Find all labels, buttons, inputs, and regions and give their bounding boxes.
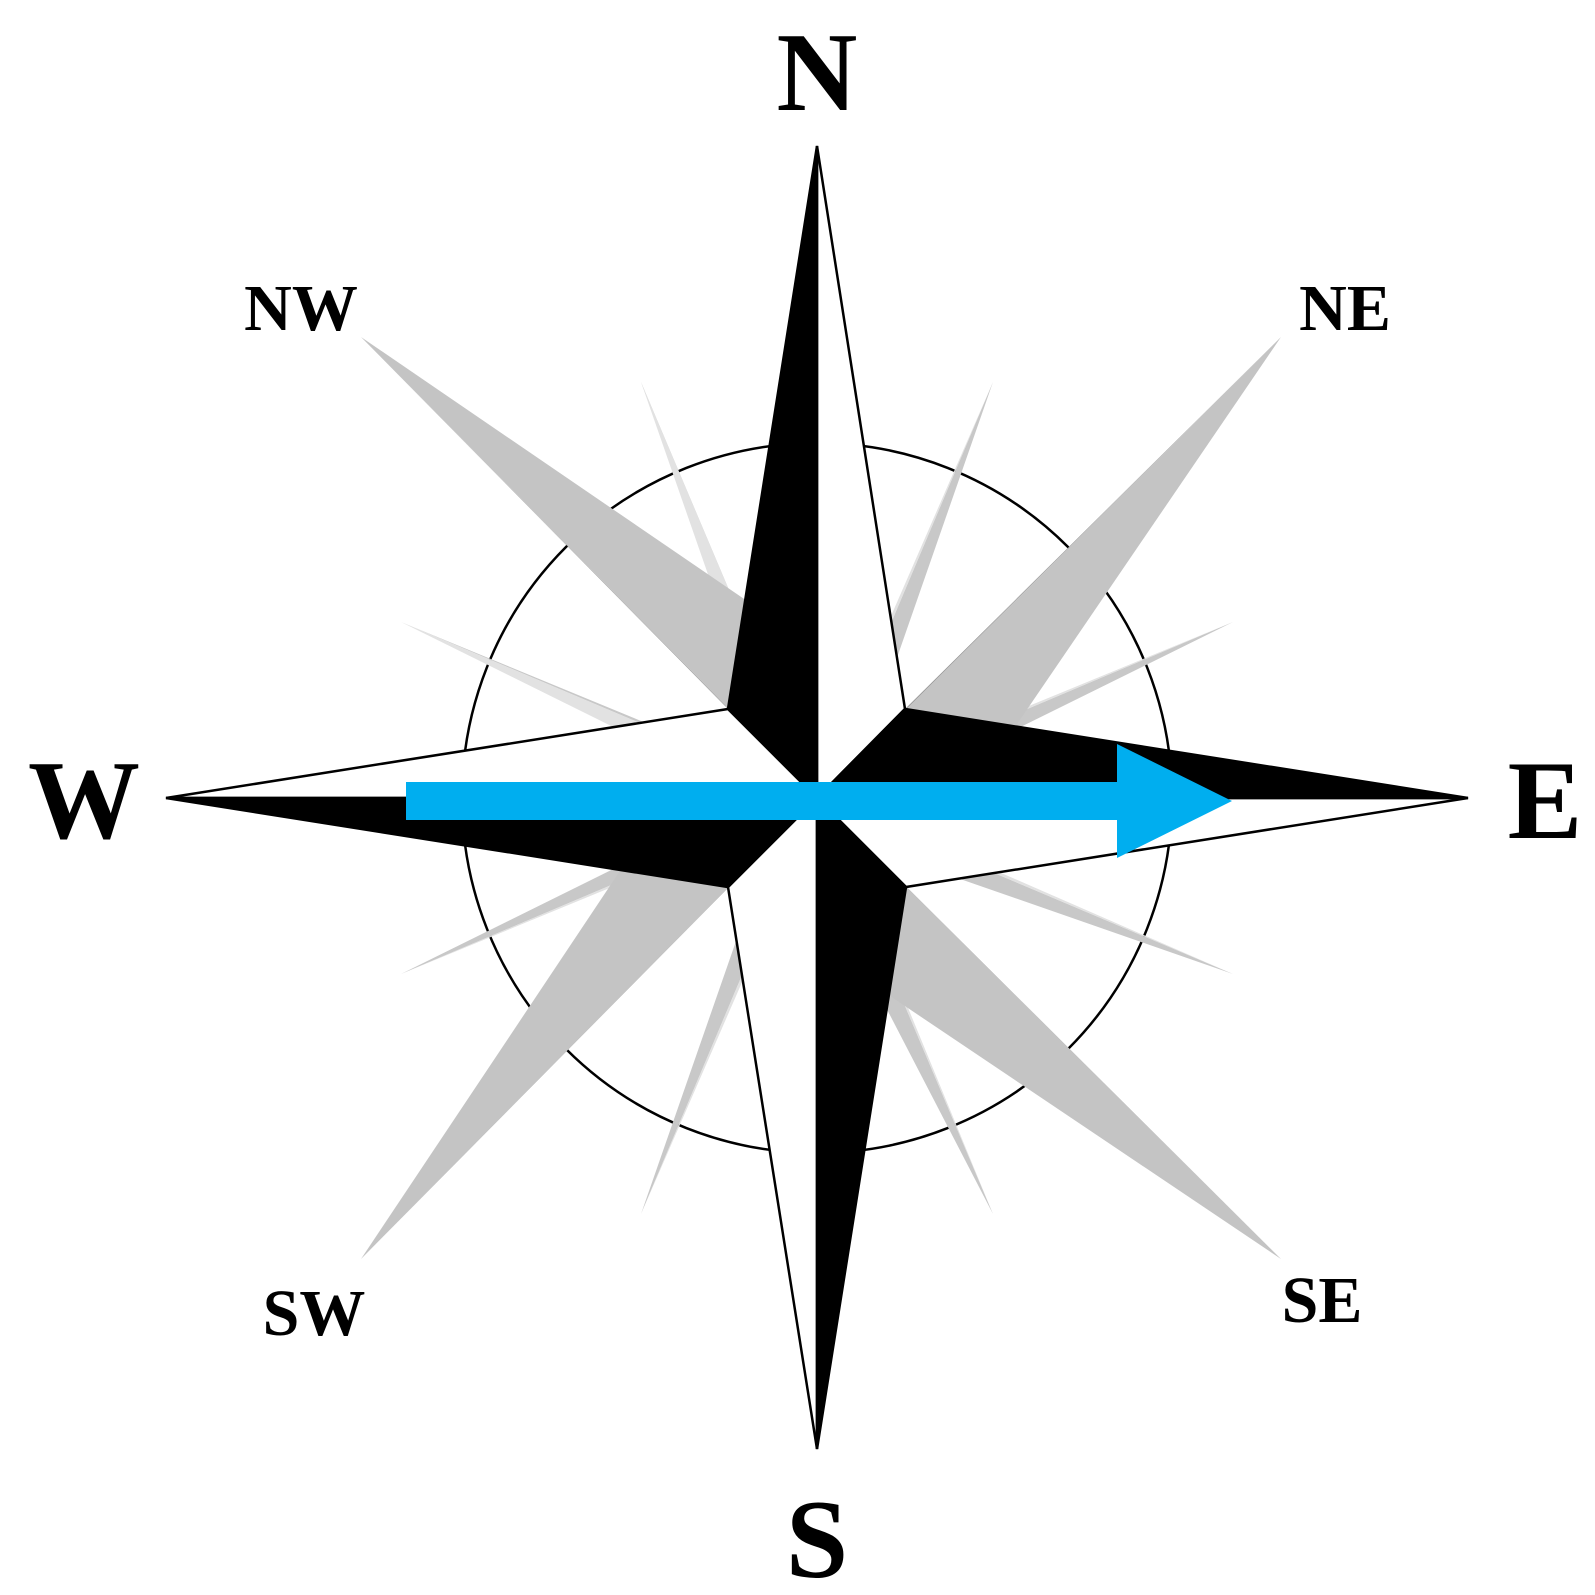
label-southeast: SE xyxy=(1282,1264,1363,1337)
label-northeast: NE xyxy=(1299,272,1391,345)
point-north xyxy=(726,145,907,802)
label-west: W xyxy=(28,739,140,863)
label-north: N xyxy=(777,11,858,135)
direction-arrow-shaft xyxy=(406,782,1122,820)
direction-labels: N S W E NW NE SW SE xyxy=(28,11,1582,1595)
label-northwest: NW xyxy=(244,272,358,345)
label-east: E xyxy=(1508,739,1583,863)
direction-arrow-head xyxy=(1117,744,1232,858)
label-south: S xyxy=(786,1478,848,1595)
direction-arrow xyxy=(406,744,1232,858)
label-southwest: SW xyxy=(263,1277,366,1350)
point-south xyxy=(726,794,908,1450)
